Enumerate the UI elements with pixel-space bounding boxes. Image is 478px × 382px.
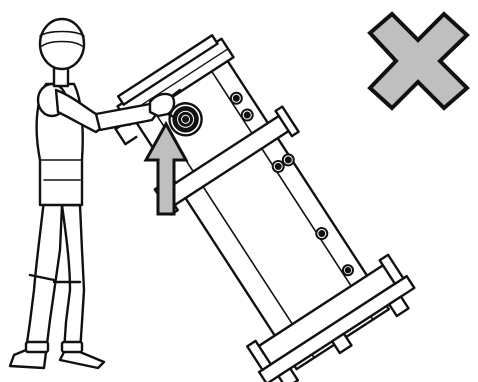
tank-on-pallet [91,18,422,382]
cross-x-icon [370,14,467,108]
person-hand [150,94,174,116]
